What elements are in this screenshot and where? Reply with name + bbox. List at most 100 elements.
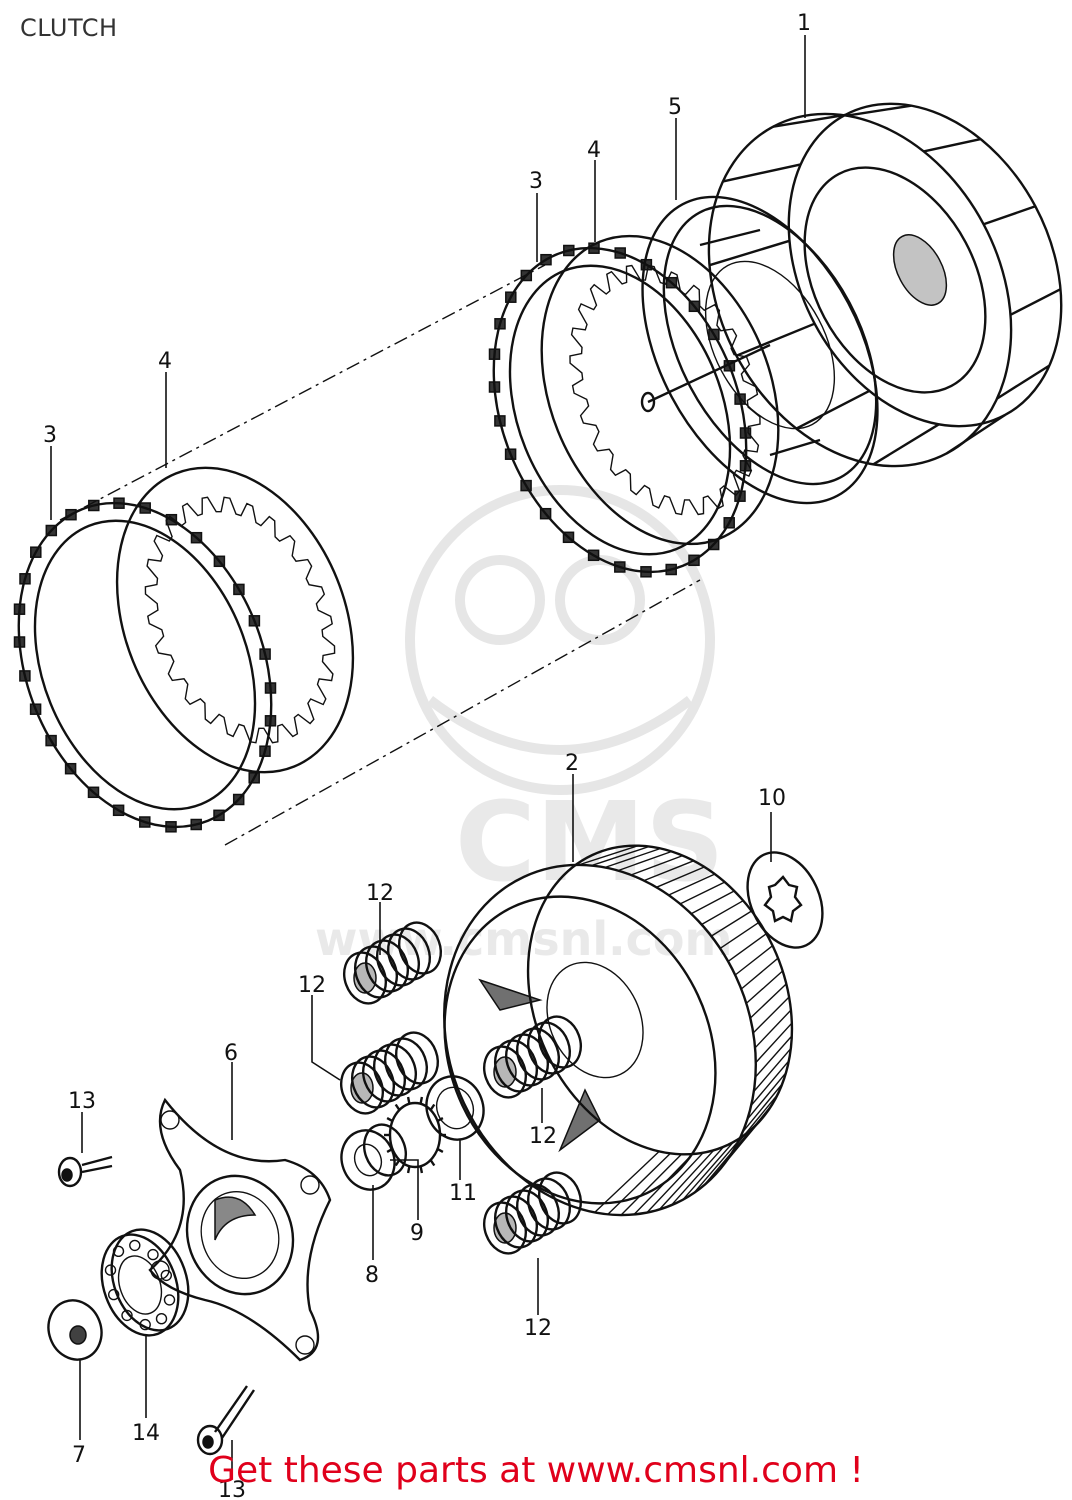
friction-tab xyxy=(739,460,752,472)
friction-tab xyxy=(504,448,517,460)
friction-tab xyxy=(562,531,575,544)
hub-rib xyxy=(607,1152,671,1215)
bearing-ball xyxy=(147,1248,159,1261)
friction-tab xyxy=(707,538,720,551)
shop-link-banner[interactable]: Get these parts at www.cmsnl.com ! xyxy=(208,1450,864,1491)
friction-tab xyxy=(139,502,151,514)
alignment-lines xyxy=(59,264,701,846)
housing-slot xyxy=(946,414,1006,455)
gear-tooth xyxy=(406,1096,411,1105)
lifter-gear xyxy=(384,1096,446,1174)
hub-rib xyxy=(670,1146,725,1206)
bearing-ball xyxy=(107,1288,120,1301)
bolt-lower xyxy=(196,1385,255,1456)
friction-tab xyxy=(723,360,736,372)
callout-labels: 1 5 4 3 4 3 2 10 12 12 12 12 6 13 11 9 8… xyxy=(43,11,811,1500)
friction-tab xyxy=(640,566,652,578)
bolt-upper xyxy=(57,1155,113,1188)
friction-tab xyxy=(65,508,77,521)
ball-bearing xyxy=(100,1228,190,1337)
friction-tab xyxy=(588,242,600,254)
callout-3-upper: 3 xyxy=(529,169,543,194)
hub-rib xyxy=(646,1152,704,1214)
friction-tab xyxy=(19,670,31,682)
hub-rib xyxy=(617,850,672,872)
callout-8: 8 xyxy=(365,1263,379,1288)
callout-4-upper: 4 xyxy=(587,138,601,163)
friction-tab xyxy=(688,554,700,567)
hub-rib xyxy=(578,845,639,866)
friction-tab xyxy=(139,816,151,828)
leader-lines xyxy=(50,35,806,1475)
callout-7: 7 xyxy=(72,1443,86,1468)
friction-tab xyxy=(165,821,177,833)
housing-slot xyxy=(846,104,912,117)
hub-rib xyxy=(693,1136,743,1194)
gear-tooth xyxy=(436,1147,444,1153)
gear-tooth xyxy=(386,1117,394,1123)
clutch-spring xyxy=(340,1031,439,1115)
bearing-ball xyxy=(121,1309,133,1322)
callout-12-top: 12 xyxy=(366,881,394,906)
callout-2: 2 xyxy=(565,751,579,776)
bearing-ball xyxy=(129,1239,141,1252)
hub-rib xyxy=(656,866,705,888)
friction-tab xyxy=(248,772,260,784)
callout-5: 5 xyxy=(668,95,682,120)
housing-slot xyxy=(872,423,940,466)
friction-tab xyxy=(45,734,57,747)
friction-tab xyxy=(665,563,677,576)
friction-disc-lower xyxy=(13,497,277,833)
friction-tab xyxy=(640,258,653,271)
friction-tab xyxy=(563,244,575,257)
callout-14: 14 xyxy=(132,1421,160,1446)
washer xyxy=(425,1075,485,1141)
friction-tab xyxy=(505,291,517,303)
hub-rib xyxy=(620,1153,682,1216)
clutch-spring xyxy=(343,921,442,1005)
hub-rib xyxy=(755,1022,793,1064)
friction-tab xyxy=(688,300,701,313)
hub-rib xyxy=(668,873,715,896)
callout-4-lower: 4 xyxy=(158,349,172,374)
callout-10: 10 xyxy=(758,786,786,811)
hub-rib xyxy=(643,860,694,882)
friction-tab xyxy=(30,546,42,558)
clutch-springs xyxy=(340,921,582,1255)
friction-tab xyxy=(723,517,735,529)
hub-rib xyxy=(754,1009,792,1049)
hub-rib xyxy=(712,1121,760,1177)
hub-rib xyxy=(594,1150,660,1213)
hub-rib xyxy=(633,1153,694,1215)
friction-tab xyxy=(165,513,178,526)
housing-slots xyxy=(709,104,1062,466)
gear-tooth xyxy=(429,1159,436,1167)
bearing-ball xyxy=(104,1264,117,1276)
housing-slot xyxy=(795,389,870,430)
bearing-ball xyxy=(155,1312,168,1325)
housing-slot xyxy=(983,205,1036,226)
clutch-outer-housing xyxy=(707,102,1063,468)
callout-12-bottom: 12 xyxy=(524,1316,552,1341)
hub-rib xyxy=(750,1060,790,1107)
hub-rib xyxy=(754,1035,793,1078)
friction-tab xyxy=(587,549,600,562)
hub-rib xyxy=(682,1141,734,1201)
lock-washer xyxy=(746,851,824,949)
callout-13-upper: 13 xyxy=(68,1089,96,1114)
gear-tooth xyxy=(394,1103,401,1111)
hub-rib xyxy=(746,1072,787,1120)
friction-tab xyxy=(665,276,678,289)
friction-tab xyxy=(190,818,202,831)
housing-slot xyxy=(709,239,790,267)
friction-tab xyxy=(213,555,226,568)
callout-11: 11 xyxy=(449,1181,477,1206)
friction-tab xyxy=(264,682,277,694)
hub-rib xyxy=(658,1149,715,1210)
callout-13-lower: 13 xyxy=(218,1478,246,1500)
bearing-ball xyxy=(160,1269,173,1282)
friction-tab xyxy=(248,615,261,627)
friction-tab xyxy=(614,561,626,573)
housing-slot xyxy=(923,137,981,153)
hub-rib xyxy=(630,854,683,876)
